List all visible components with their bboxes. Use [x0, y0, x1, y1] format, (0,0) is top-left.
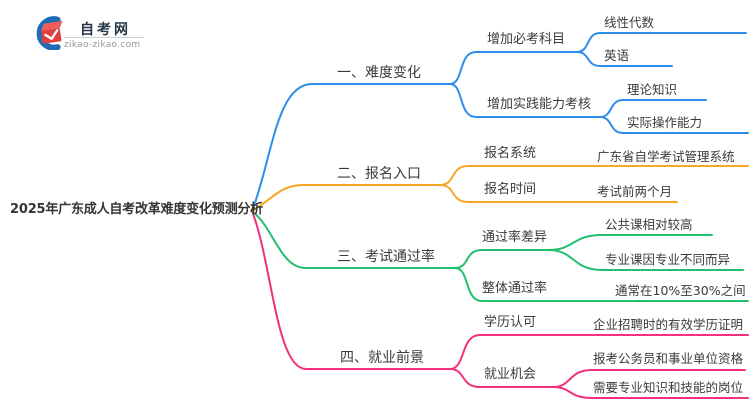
branch-3-child-1-label: 通过率差异 [482, 230, 548, 245]
branch-3-leaf-label: 专业课因专业不同而异 [605, 252, 731, 267]
connector [251, 83, 451, 212]
connector [576, 51, 673, 67]
branch-3-child-2-label: 整体通过率 [482, 281, 548, 296]
branch-4-leaf-label: 企业招聘时的有效学历证明 [593, 317, 744, 332]
branch-1-leaf-label: 实际操作能力 [627, 115, 703, 130]
branch-2-child-1-label: 报名系统 [484, 146, 537, 161]
branch-3-label: 三、考试通过率 [337, 249, 435, 265]
branch-2-connectors [251, 165, 749, 212]
branch-2-child-2-label: 报名时间 [484, 182, 537, 197]
branch-1-leaf-label: 线性代数 [604, 15, 655, 30]
connector [251, 184, 441, 212]
logo-domain: zikao-zikao.com [64, 40, 141, 50]
branch-3-leaf-label: 通常在10%至30%之间 [615, 283, 746, 298]
connector [576, 32, 747, 53]
branch-4-connectors [251, 210, 749, 399]
connector [454, 267, 749, 302]
branch-1-child-1-label: 增加必考科目 [487, 32, 566, 47]
connector [439, 184, 678, 203]
branch-1-label: 一、难度变化 [337, 65, 421, 81]
branch-2-leaf-label: 考试前两个月 [597, 184, 673, 199]
branch-2-leaf-label: 广东省自学考试管理系统 [597, 149, 735, 164]
branch-1-leaf-label: 理论知识 [627, 82, 678, 97]
connector [552, 386, 749, 399]
branch-4-child-1-label: 学历认可 [484, 315, 537, 330]
connector [251, 210, 451, 370]
branch-4-leaf-label: 需要专业知识和技能的岗位 [593, 380, 744, 395]
branch-4-leaf-label: 报考公务员和事业单位资格 [593, 351, 744, 366]
branch-1-leaf-label: 英语 [604, 48, 630, 63]
root-node: 2025年广东成人自考改革难度变化预测分析 [10, 202, 263, 217]
connector [599, 99, 707, 118]
branch-1-child-2-label: 增加实践能力考核 [487, 97, 592, 112]
logo-title: 自考网 [80, 22, 131, 38]
logo-divider [64, 37, 144, 38]
branch-4-label: 四、就业前景 [340, 350, 424, 366]
connector [449, 83, 601, 118]
connector [251, 210, 456, 269]
connector [547, 249, 744, 271]
connector [449, 334, 749, 370]
connector [439, 165, 749, 186]
branch-4-child-2-label: 就业机会 [484, 367, 537, 382]
site-logo: 自考网 zikao-zikao.com [28, 10, 158, 52]
branch-2-label: 二、报名入口 [337, 166, 421, 182]
connector [449, 368, 554, 388]
connector [599, 116, 749, 134]
connector [454, 249, 549, 269]
branch-1-connectors [251, 32, 749, 212]
branch-3-leaf-label: 公共课相对较高 [605, 217, 693, 232]
connector [547, 234, 713, 251]
connector [449, 51, 578, 85]
branch-3-connectors [251, 210, 749, 302]
graduation-cap-logo-icon [36, 16, 63, 50]
